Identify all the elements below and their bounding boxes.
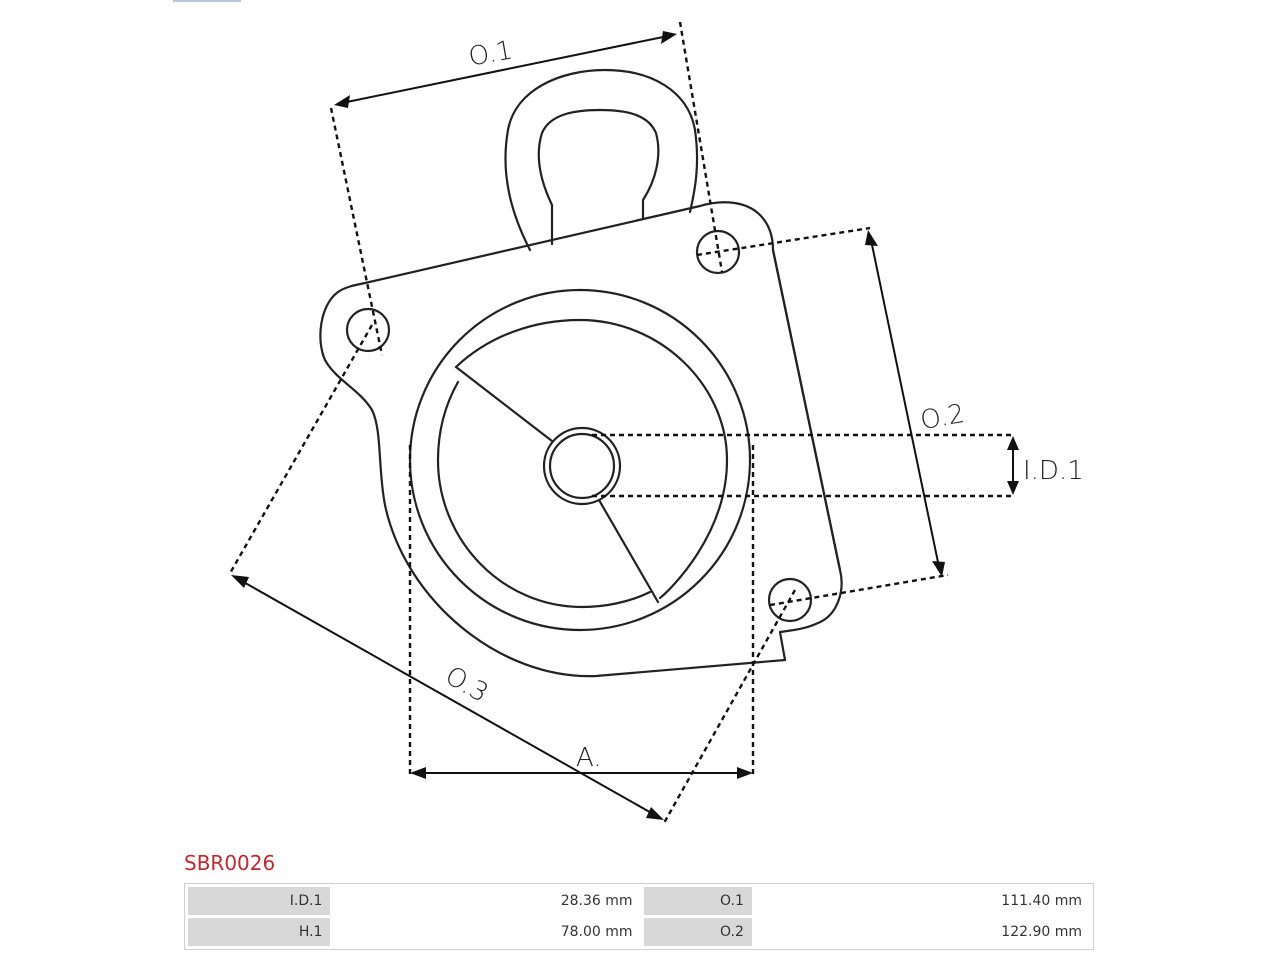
spec-key: O.1: [643, 887, 752, 915]
a-arrow-left: [410, 767, 426, 779]
spec-value: 28.36 mm: [333, 887, 641, 915]
spec-key: H.1: [188, 918, 331, 946]
o2-extension-top: [696, 226, 871, 257]
spec-value: 78.00 mm: [333, 918, 641, 946]
spec-key: I.D.1: [188, 887, 331, 915]
bore-wedge-bottom: [597, 498, 660, 604]
label-o2: O.2: [918, 399, 967, 436]
o1-extension-right: [678, 21, 724, 273]
table-row: H.1 78.00 mm O.2 122.90 mm: [188, 918, 1090, 946]
terminal-loop-outer: [504, 68, 699, 252]
o1-arrow-left: [334, 95, 350, 108]
id1-arrow-bottom: [1007, 481, 1019, 495]
label-a: A.: [576, 743, 602, 773]
o3-arrow-right: [646, 807, 664, 820]
o3-dimension-line: [239, 579, 656, 816]
spec-key: O.2: [643, 918, 752, 946]
o2-arrow-top: [865, 230, 878, 246]
bracket-drawing: O.1 O.2 O.3 I.D.1 A.: [227, 21, 1084, 824]
part-code: SBR0026: [184, 851, 276, 875]
spec-value: 122.90 mm: [754, 918, 1090, 946]
o1-extension-left: [329, 107, 384, 356]
o3-arrow-left: [231, 575, 249, 588]
spec-value: 111.40 mm: [754, 887, 1090, 915]
bore-inner-ring: [454, 318, 729, 600]
flange-outline: [319, 201, 843, 678]
specs-table: I.D.1 28.36 mm O.1 111.40 mm H.1 78.00 m…: [184, 883, 1094, 950]
o2-dimension-line: [870, 239, 940, 568]
label-o1: O.1: [466, 35, 515, 72]
label-id1: I.D.1: [1023, 456, 1084, 486]
o1-arrow-right: [661, 31, 677, 44]
id1-arrow-top: [1007, 436, 1019, 450]
label-o3: O.3: [440, 661, 493, 709]
o2-extension-bottom: [769, 573, 949, 607]
bore-inner-arc: [458, 319, 746, 600]
a-arrow-right: [737, 767, 753, 779]
bolt-hole-top-right: [695, 229, 741, 275]
center-bush-inner: [548, 432, 616, 500]
o3-extension-right: [662, 589, 797, 824]
bolt-hole-bottom-right: [767, 577, 813, 623]
flange-inner-edge: [771, 248, 842, 572]
o2-arrow-bottom: [932, 561, 945, 577]
bore-inner-ring-left: [436, 380, 652, 609]
bore-outer: [408, 288, 752, 632]
o1-dimension-line: [341, 35, 669, 104]
center-bush-outer: [542, 426, 622, 506]
bolt-hole-left: [345, 307, 391, 353]
logo-fragment: [173, 0, 241, 2]
bore-wedge-top: [454, 365, 554, 443]
o3-extension-left: [227, 324, 374, 576]
terminal-loop-inner: [537, 108, 660, 246]
table-row: I.D.1 28.36 mm O.1 111.40 mm: [188, 887, 1090, 915]
